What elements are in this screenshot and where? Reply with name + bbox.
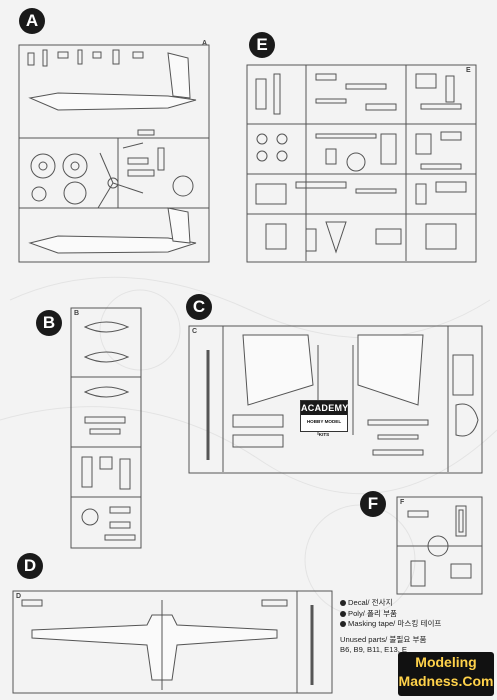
legend-decal-text: Decal/ 전사지 (348, 598, 393, 607)
sprue-frame-c: C (188, 325, 484, 475)
modeling-madness-logo: Modeling Madness.Com (398, 652, 494, 696)
sprue-c-tag: C (192, 328, 198, 335)
section-letter-f: F (360, 491, 386, 517)
bullet-icon (340, 600, 346, 606)
academy-logo: ACADEMY HOBBY MODEL KITS (300, 400, 349, 437)
sprue-e-tag: E (466, 67, 471, 74)
legend-decal: Decal/ 전사지 (340, 598, 490, 609)
legend-unused-label: Unused parts/ 불필요 부품 (340, 634, 427, 644)
sprue-c-drawing (188, 325, 483, 474)
sprue-d-tag: D (16, 593, 22, 600)
section-letter-c: C (186, 294, 212, 320)
sprue-a-tag: A (202, 40, 208, 47)
legend-masking-text: Masking tape/ 마스킹 테이프 (348, 619, 442, 629)
academy-sub-text: HOBBY MODEL KITS (306, 419, 342, 437)
sprue-frame-b: B (70, 307, 143, 550)
section-letter-b: B (36, 310, 62, 336)
section-letter-e: E (249, 32, 275, 58)
legend-unused-parts: B6, B9, B11, E13, E (340, 645, 407, 655)
bullet-icon (340, 610, 346, 617)
legend-masking: Masking tape/ 마스킹 테이프 (340, 619, 490, 630)
logo-line-2: Madness.Com (398, 673, 494, 689)
sprue-b-tag: B (74, 310, 80, 317)
sprue-frame-a: A (18, 38, 210, 263)
legend-poly-text: Poly/ 폴리 부품 (348, 608, 398, 618)
sprue-b-drawing (70, 307, 142, 549)
sprue-e-drawing (246, 64, 477, 263)
section-letter-a: A (19, 8, 45, 34)
sprue-f-drawing (396, 496, 483, 595)
sprue-frame-e: E (246, 64, 478, 264)
parts-legend: Decal/ 전사지 Poly/ 폴리 부품 Masking tape/ 마스킹… (340, 598, 490, 656)
logo-line-1: Modeling (415, 654, 477, 670)
sprue-a-drawing (18, 44, 210, 263)
section-letter-d: D (17, 553, 43, 579)
sprue-frame-f: F (396, 496, 484, 596)
sprue-d-drawing (12, 590, 333, 694)
bullet-icon (340, 621, 346, 628)
legend-poly: Poly/ 폴리 부품 (340, 609, 490, 620)
academy-brand-text: ACADEMY (301, 401, 349, 415)
sprue-f-tag: F (400, 499, 405, 506)
sprue-frame-d: D (12, 590, 334, 695)
